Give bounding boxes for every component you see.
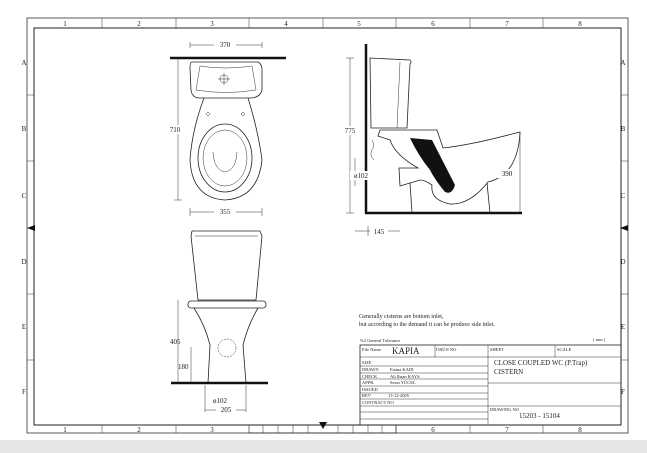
column-labels-bottom: 1 2 3 6 7 8 bbox=[63, 426, 582, 434]
svg-text:File Name: File Name bbox=[362, 347, 381, 352]
top-view: 370 710 355 bbox=[164, 40, 286, 216]
dim-bowl-width: 355 bbox=[220, 208, 231, 216]
note-line-1: Generally cisterns are bottom inlet, bbox=[359, 314, 444, 320]
svg-text:Ali Ihsan KAYA: Ali Ihsan KAYA bbox=[390, 374, 421, 379]
drawing-number: 15203 - 15104 bbox=[519, 412, 560, 420]
note-line-2: but according to the demand it can be pr… bbox=[359, 322, 495, 328]
svg-text:8: 8 bbox=[578, 426, 582, 434]
svg-text:E: E bbox=[621, 323, 625, 331]
svg-text:6: 6 bbox=[431, 20, 435, 28]
row-labels-left: A B C D E F bbox=[21, 59, 26, 396]
svg-text:2: 2 bbox=[137, 426, 141, 434]
dim-base-width: 205 bbox=[221, 406, 232, 414]
svg-text:SCALE: SCALE bbox=[557, 347, 572, 352]
side-view: 775 ø102 390 145 bbox=[338, 44, 522, 236]
svg-text:8: 8 bbox=[578, 20, 582, 28]
svg-text:ISSUED: ISSUED bbox=[362, 387, 379, 392]
svg-text:Sezai YÜCEL: Sezai YÜCEL bbox=[390, 380, 416, 385]
svg-text:5: 5 bbox=[357, 20, 361, 28]
svg-text:E: E bbox=[22, 323, 26, 331]
svg-text:SHEET: SHEET bbox=[490, 347, 504, 352]
svg-text:SIZE: SIZE bbox=[362, 360, 372, 365]
dim-outlet-height: 180 bbox=[178, 363, 189, 371]
svg-text:Fatma KADI: Fatma KADI bbox=[390, 367, 414, 372]
svg-text:D: D bbox=[21, 258, 26, 266]
title-block: %2 General Tolerance ( mm ) File Name KA… bbox=[359, 337, 622, 426]
svg-text:CONTRACT NO: CONTRACT NO bbox=[362, 400, 395, 405]
svg-text:APPR.: APPR. bbox=[362, 380, 374, 385]
svg-text:7: 7 bbox=[505, 20, 509, 28]
dim-wall-distance: 145 bbox=[374, 228, 385, 236]
svg-text:A: A bbox=[21, 59, 26, 67]
file-name: KAPIA bbox=[392, 346, 420, 356]
dim-top-depth: 710 bbox=[170, 126, 181, 134]
dim-top-width: 370 bbox=[220, 41, 231, 49]
svg-text:13-12-2005: 13-12-2005 bbox=[388, 393, 410, 398]
svg-text:D: D bbox=[620, 258, 625, 266]
svg-text:ÜRÜN NO: ÜRÜN NO bbox=[436, 347, 457, 352]
column-labels-top: 1 2 3 4 5 6 7 8 bbox=[63, 20, 582, 28]
frame-dividers bbox=[27, 18, 628, 433]
svg-text:B: B bbox=[621, 125, 626, 133]
svg-text:4: 4 bbox=[284, 20, 288, 28]
svg-text:F: F bbox=[22, 388, 26, 396]
svg-text:2: 2 bbox=[137, 20, 141, 28]
svg-text:3: 3 bbox=[210, 20, 214, 28]
svg-text:1: 1 bbox=[63, 20, 67, 28]
svg-text:C: C bbox=[621, 192, 626, 200]
svg-text:6: 6 bbox=[431, 426, 435, 434]
svg-text:1: 1 bbox=[63, 426, 67, 434]
center-mark-right-icon bbox=[620, 225, 628, 231]
svg-text:CHECK: CHECK bbox=[362, 374, 378, 379]
svg-text:B: B bbox=[22, 125, 27, 133]
dim-side-height: 775 bbox=[345, 127, 356, 135]
bottom-scale-bar bbox=[248, 422, 397, 434]
svg-text:DRAWING NO: DRAWING NO bbox=[490, 407, 520, 412]
dim-rim-height: 390 bbox=[502, 170, 513, 178]
svg-text:DRAWN: DRAWN bbox=[362, 367, 379, 372]
unit-label: ( mm ) bbox=[593, 337, 606, 342]
dim-front-height: 405 bbox=[170, 338, 181, 346]
center-mark-left-icon bbox=[27, 225, 35, 231]
svg-text:7: 7 bbox=[505, 426, 509, 434]
svg-text:REV: REV bbox=[362, 393, 372, 398]
bottom-margin bbox=[0, 440, 647, 453]
dim-outlet-diameter-front: ø102 bbox=[213, 397, 228, 405]
svg-text:C: C bbox=[22, 192, 27, 200]
outer-frame bbox=[26, 17, 629, 434]
svg-text:F: F bbox=[621, 388, 625, 396]
svg-text:A: A bbox=[620, 59, 625, 67]
tolerance-label: %2 General Tolerance bbox=[360, 338, 400, 343]
svg-text:3: 3 bbox=[210, 426, 214, 434]
front-view: 405 180 ø102 205 bbox=[170, 230, 268, 414]
dim-outlet-diameter-side: ø102 bbox=[354, 172, 369, 180]
drawing-title-line-2: CISTERN bbox=[494, 368, 523, 376]
row-labels-right: A B C D E F bbox=[620, 59, 625, 396]
drawing-title-line-1: CLOSE COUPLED WC (P.Trap) bbox=[494, 359, 588, 367]
